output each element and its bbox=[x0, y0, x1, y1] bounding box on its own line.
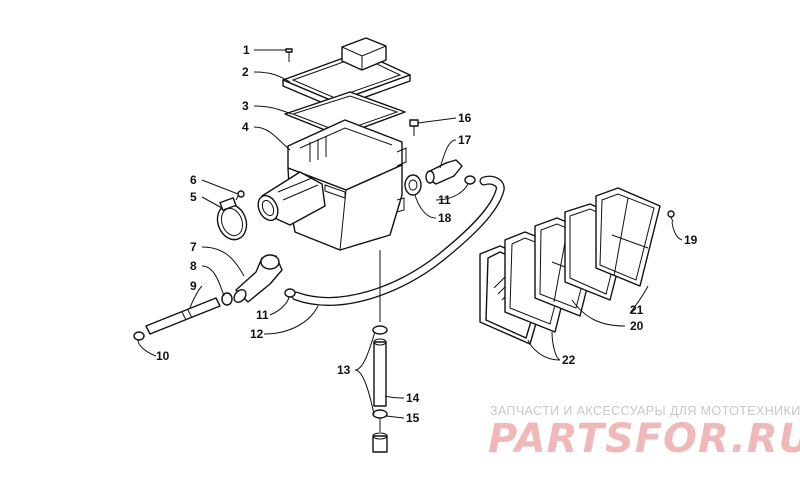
hose-clamp bbox=[216, 197, 248, 241]
callout-10: 10 bbox=[156, 349, 170, 363]
callout-22: 22 bbox=[562, 353, 576, 367]
tube-ring bbox=[133, 331, 145, 341]
lid-gasket bbox=[284, 91, 406, 137]
callout-7: 7 bbox=[190, 240, 197, 254]
housing-bolt bbox=[409, 119, 419, 136]
callout-labels: 1 2 3 4 6 5 7 8 9 10 11 12 13 14 15 16 1… bbox=[156, 43, 698, 425]
o-ring bbox=[221, 292, 233, 306]
drain-tube bbox=[145, 297, 221, 335]
callout-5: 6 bbox=[190, 173, 197, 187]
callout-4: 4 bbox=[242, 120, 249, 134]
grommet bbox=[404, 174, 422, 196]
callout-12: 12 bbox=[250, 327, 264, 341]
hose-clip-left bbox=[284, 288, 296, 298]
callout-21: 21 bbox=[630, 303, 644, 317]
callout-16: 16 bbox=[458, 111, 472, 125]
callout-18: 18 bbox=[438, 211, 452, 225]
filter-outer-frame bbox=[595, 187, 661, 287]
callout-19: 19 bbox=[684, 233, 698, 247]
frame-screw bbox=[667, 210, 675, 223]
callout-1: 1 bbox=[243, 43, 250, 57]
callout-2: 2 bbox=[242, 65, 249, 79]
drain-assembly bbox=[372, 250, 388, 453]
elbow-fitting bbox=[425, 159, 463, 185]
callout-17: 17 bbox=[458, 133, 472, 147]
hose-clip-right bbox=[464, 175, 476, 185]
callout-15: 15 bbox=[406, 411, 420, 425]
callout-9: 9 bbox=[190, 279, 197, 293]
watermark: ЗАПЧАСТИ И АКСЕССУАРЫ ДЛЯ МОТОТЕХНИКИ PA… bbox=[488, 404, 800, 462]
elbow-connector bbox=[233, 254, 283, 303]
callout-13: 13 bbox=[337, 363, 351, 377]
callout-8: 8 bbox=[190, 259, 197, 273]
callout-11-right: 11 bbox=[438, 193, 451, 207]
breather-hose bbox=[291, 175, 505, 306]
callout-20: 20 bbox=[630, 319, 644, 333]
callout-3: 3 bbox=[242, 99, 249, 113]
watermark-tagline: ЗАПЧАСТИ И АКСЕССУАРЫ ДЛЯ МОТОТЕХНИКИ bbox=[490, 404, 800, 418]
callout-6: 5 bbox=[190, 190, 197, 204]
intake-boot bbox=[257, 171, 326, 226]
watermark-logo: PARTSFOR.RU bbox=[488, 416, 800, 462]
leader-lines bbox=[137, 49, 683, 419]
clamp-screw bbox=[235, 190, 245, 201]
lid-screw bbox=[285, 48, 293, 62]
callout-11-left: 11 bbox=[256, 308, 269, 322]
callout-14: 14 bbox=[406, 391, 420, 405]
